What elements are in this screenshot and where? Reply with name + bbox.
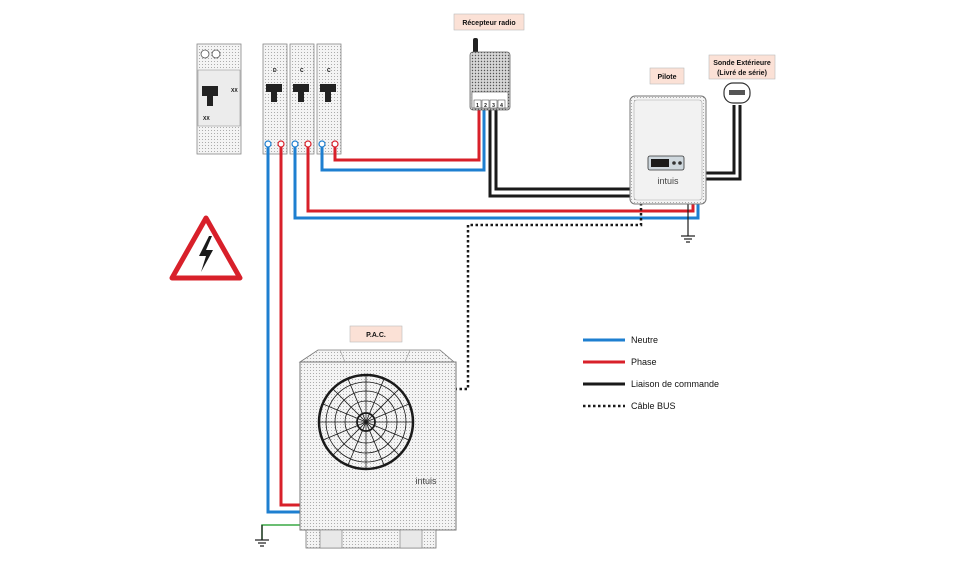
wire-phase-pac <box>279 147 300 507</box>
breaker-c-1: C <box>289 43 315 155</box>
terminal-1: 1 <box>476 103 479 109</box>
main-breaker: XX XX <box>196 43 242 155</box>
ground-icon <box>681 235 695 243</box>
breaker-c1-mark: C <box>300 68 304 74</box>
breaker-d: D <box>262 43 288 155</box>
outdoor-sensor: Sonde Extérieure (Livré de série) <box>708 54 776 104</box>
radio-receiver: Récepteur radio 1 2 3 4 <box>453 13 525 111</box>
wire-earth-pac <box>261 524 300 540</box>
sonde-label-line1: Sonde Extérieure <box>713 60 771 67</box>
wire-neutral-pilote <box>293 147 700 220</box>
fan-icon <box>317 373 415 471</box>
breaker-d-mark: D <box>273 68 277 74</box>
pac-label: P.A.C. <box>366 332 386 339</box>
heat-pump-unit: P.A.C. intuis <box>298 325 457 549</box>
sonde-label-line2: (Livré de série) <box>717 70 767 77</box>
antenna-icon <box>473 38 478 54</box>
legend: Neutre Phase Liaison de commande Câble B… <box>583 335 719 411</box>
pilote-brand: intuis <box>657 176 679 186</box>
main-breaker-side-mark: XX <box>231 88 238 94</box>
wire-phase-receiver <box>333 110 481 162</box>
wire-control-2 <box>494 110 632 191</box>
wire-control-1 <box>488 110 632 198</box>
wire-bus <box>456 203 643 391</box>
legend-label-neutre: Neutre <box>631 335 658 345</box>
terminal-4: 4 <box>500 103 503 109</box>
terminal-2: 2 <box>484 103 487 109</box>
pac-brand: intuis <box>415 476 437 486</box>
wire-sonde-1 <box>706 105 736 175</box>
ground-icon <box>255 525 269 547</box>
terminal-3: 3 <box>492 103 495 109</box>
pilote-label: Pilote <box>657 74 676 81</box>
breaker-c-2: C <box>316 43 342 155</box>
receiver-label: Récepteur radio <box>462 20 515 27</box>
wire-phase-pilote <box>306 147 695 213</box>
breaker-c2-mark: C <box>327 68 331 74</box>
legend-label-bus: Câble BUS <box>631 401 676 411</box>
wire-neutral-pac <box>266 147 300 514</box>
warning-electric-icon <box>169 215 243 281</box>
legend-label-phase: Phase <box>631 357 657 367</box>
legend-label-commande: Liaison de commande <box>631 379 719 389</box>
wire-sonde-2 <box>706 105 742 181</box>
wire-neutral-receiver <box>320 110 486 172</box>
pilote-unit: Pilote intuis <box>629 67 707 205</box>
main-breaker-mark: XX <box>203 116 210 122</box>
